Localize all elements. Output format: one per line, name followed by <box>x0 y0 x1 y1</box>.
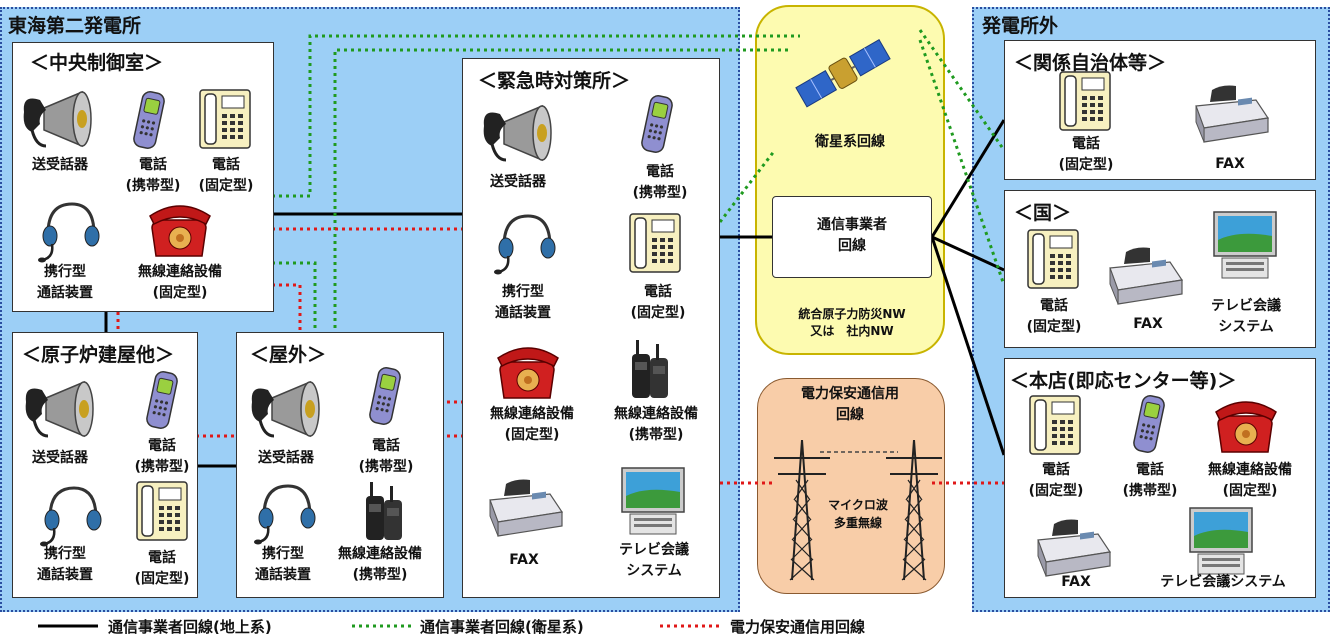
speaker-icon <box>482 104 553 162</box>
head-office-fax-label: FAX <box>1061 574 1091 590</box>
fax-icon <box>1037 518 1111 577</box>
fax-icon <box>1109 246 1183 305</box>
fixed-phone-icon <box>1059 71 1111 131</box>
mobile-phone-icon <box>145 370 180 431</box>
fixed-radio-icon <box>149 205 211 257</box>
emergency-fax-label: FAX <box>509 552 539 568</box>
outdoor-speaker-label: 送受話器 <box>258 450 314 466</box>
power-comm-area <box>757 378 945 594</box>
reactor-fixed-label: 電話(固定型) <box>134 550 190 587</box>
reactor-title: ＜原子炉建屋他＞ <box>22 344 175 366</box>
national-tv-label: テレビ会議システム <box>1211 298 1281 335</box>
headset-icon <box>494 214 557 276</box>
legend-satellite-swatch <box>352 624 412 628</box>
site-region-title: 東海第二発電所 <box>8 15 142 37</box>
fixed-radio-icon <box>1215 401 1277 453</box>
emergency-mobile-label: 電話(携帯型) <box>632 164 688 201</box>
outdoor-mobile-label: 電話(携帯型) <box>358 438 414 475</box>
carrier-box <box>772 196 932 278</box>
speaker-icon <box>22 90 93 148</box>
fixed-phone-icon <box>1027 229 1079 289</box>
head-office-radio-label: 無線連絡設備(固定型) <box>1208 462 1292 499</box>
tv-conference-icon <box>1213 211 1277 279</box>
head-office-mobile-label: 電話(携帯型) <box>1122 462 1178 499</box>
speaker-icon <box>24 380 95 438</box>
emergency-radio-portable-label: 無線連絡設備(携帯型) <box>614 406 698 443</box>
carrier-label: 通信事業者回線 <box>817 217 887 254</box>
tv-conference-icon <box>1189 507 1253 575</box>
satellite-icon <box>795 39 891 108</box>
reactor-speaker-label: 送受話器 <box>32 450 88 466</box>
headset-icon <box>40 486 103 548</box>
central-radio-label: 無線連絡設備(固定型) <box>138 264 222 301</box>
power-comm-title: 電力保安通信用回線 <box>801 386 899 423</box>
emergency-speaker-label: 送受話器 <box>490 174 546 190</box>
national-fixed-label: 電話(固定型) <box>1026 298 1082 335</box>
municipal-fixed-label: 電話(固定型) <box>1058 136 1114 173</box>
municipal-title: ＜関係自治体等＞ <box>1014 52 1167 74</box>
reactor-headset-label: 携行型通話装置 <box>37 546 93 583</box>
fixed-phone-icon <box>136 481 188 541</box>
fax-icon <box>489 478 563 537</box>
mobile-phone-icon <box>132 90 167 151</box>
legend-satellite-label: 通信事業者回線(衛星系) <box>420 618 584 636</box>
head-office-title: ＜本店(即応センター等)＞ <box>1010 370 1237 392</box>
national-fax-label: FAX <box>1133 316 1163 332</box>
emergency-title: ＜緊急時対策所＞ <box>478 70 631 92</box>
emergency-headset-label: 携行型通話装置 <box>495 284 551 321</box>
portable-radio-icon <box>366 482 402 540</box>
outdoor-headset-label: 携行型通話装置 <box>255 546 311 583</box>
municipal-fax-label: FAX <box>1215 156 1245 172</box>
offsite-region-title: 発電所外 <box>982 15 1059 37</box>
legend-ground-label: 通信事業者回線(地上系) <box>108 618 272 636</box>
satellite-line-label: 衛星系回線 <box>815 134 885 150</box>
reactor-mobile-label: 電話(携帯型) <box>134 438 190 475</box>
headset-icon <box>254 484 317 546</box>
head-office-fixed-label: 電話(固定型) <box>1028 462 1084 499</box>
portable-radio-icon <box>632 340 668 398</box>
headset-icon <box>38 202 101 264</box>
outdoor-radio-label: 無線連絡設備(携帯型) <box>338 546 422 583</box>
legend-power-label: 電力保安通信用回線 <box>730 618 866 636</box>
head-office-tv-label: テレビ会議システム <box>1160 574 1286 590</box>
mobile-phone-icon <box>640 94 675 155</box>
fixed-phone-icon <box>199 89 251 149</box>
tv-conference-icon <box>621 467 685 535</box>
central-headset-label: 携行型通話装置 <box>37 264 93 301</box>
fixed-phone-icon <box>1029 395 1081 455</box>
legend-power-swatch <box>660 624 720 628</box>
emergency-tv-label: テレビ会議システム <box>619 542 689 579</box>
carrier-network-area <box>755 5 945 355</box>
municipal-box <box>1004 40 1316 180</box>
legend-ground-swatch <box>38 624 98 628</box>
central-mobile-label: 電話(携帯型) <box>125 157 181 194</box>
emergency-radio-fixed-label: 無線連絡設備(固定型) <box>490 406 574 443</box>
emergency-fixed-label: 電話(固定型) <box>630 284 686 321</box>
outdoor-title: ＜屋外＞ <box>250 344 327 366</box>
central-control-title: ＜中央制御室＞ <box>30 52 164 74</box>
national-title: ＜国＞ <box>1014 202 1072 224</box>
mobile-phone-icon <box>368 366 403 427</box>
fixed-radio-icon <box>497 347 559 399</box>
outdoor-box <box>236 332 444 598</box>
fax-icon <box>1195 84 1269 143</box>
central-control-box <box>12 42 274 312</box>
central-speaker-label: 送受話器 <box>32 157 88 173</box>
mobile-phone-icon <box>1132 394 1167 455</box>
speaker-icon <box>250 380 321 438</box>
central-fixed-label: 電話(固定型) <box>198 157 254 194</box>
microwave-label: マイクロ波多重無線 <box>828 498 888 530</box>
fixed-phone-icon <box>629 213 681 273</box>
